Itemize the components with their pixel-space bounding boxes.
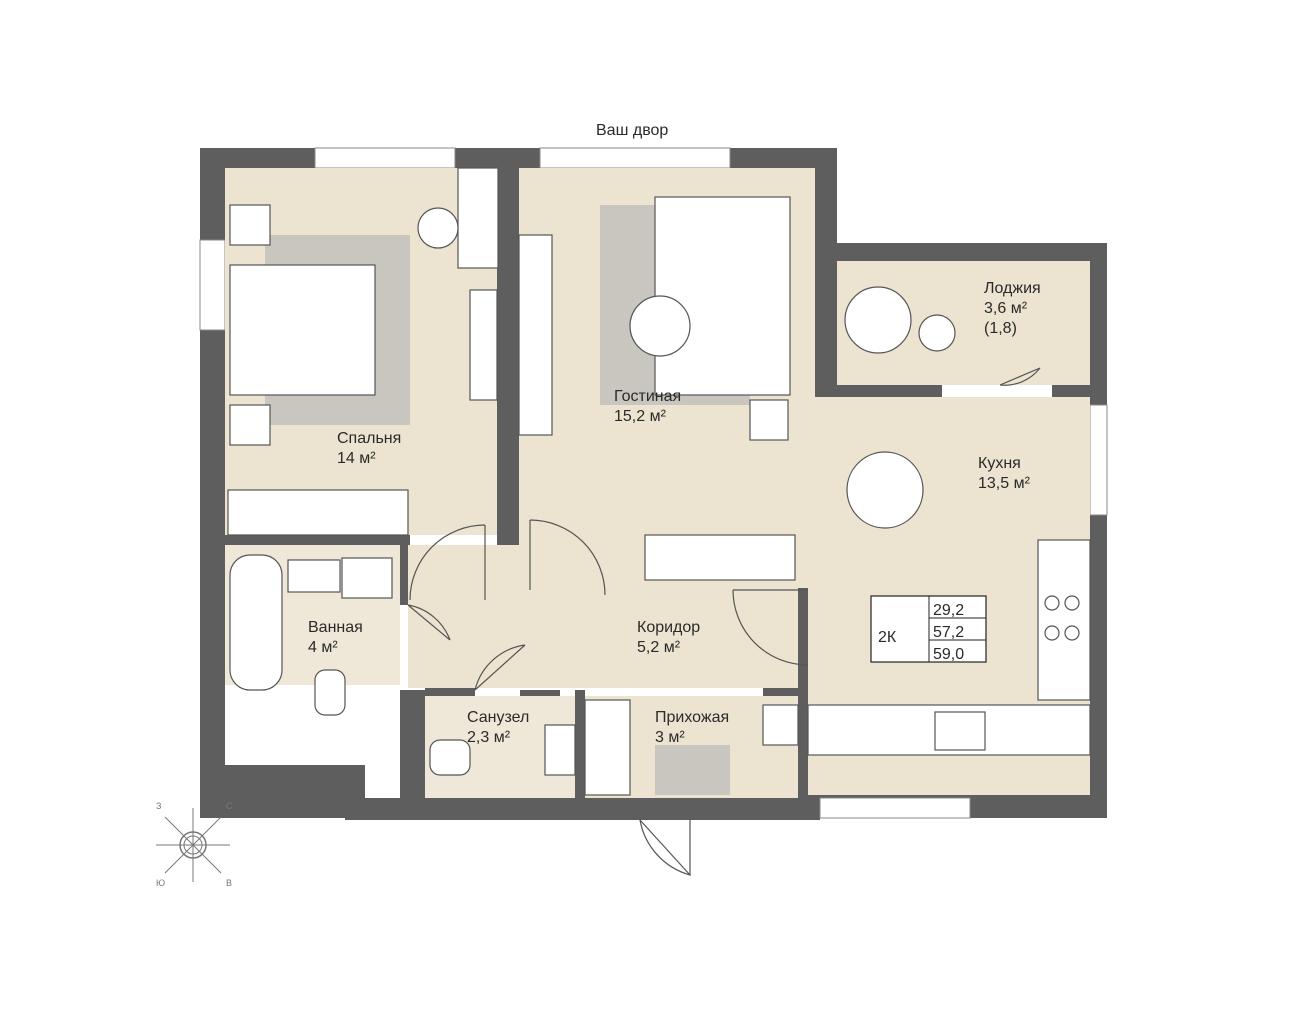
sink	[934, 711, 986, 751]
compass-label: С	[226, 801, 233, 811]
wardrobe	[227, 489, 409, 536]
room-area: 13,5 м²	[978, 475, 1031, 492]
total-area: 57,2	[933, 624, 964, 641]
dining-table	[846, 451, 924, 529]
room-name: Кухня	[978, 455, 1021, 472]
nightstand	[229, 204, 271, 246]
door-wc[interactable]	[474, 644, 526, 691]
apartment-type: 2К	[878, 629, 897, 646]
room-name: Прихожая	[655, 709, 729, 726]
entrance-door[interactable]	[639, 819, 691, 877]
doormat	[655, 745, 730, 795]
washing-machine	[341, 557, 393, 599]
coffee-table	[629, 295, 691, 357]
window	[314, 147, 456, 169]
door-bedroom[interactable]	[409, 524, 486, 601]
bathtub	[229, 554, 283, 691]
side-table	[749, 399, 789, 441]
wardrobe	[644, 534, 796, 581]
cabinet	[762, 704, 799, 746]
yard-label: Ваш двор	[596, 122, 668, 139]
window	[819, 797, 971, 819]
desk	[457, 167, 499, 269]
compass-label: Ю	[156, 878, 165, 888]
shoe-rack	[584, 699, 631, 796]
room-note: (1,8)	[984, 320, 1017, 337]
room-name: Санузел	[467, 709, 529, 726]
room-name: Спальня	[337, 430, 401, 447]
compass-label: В	[226, 878, 232, 888]
total-area-with-loggia: 59,0	[933, 646, 964, 663]
room-area: 15,2 м²	[614, 408, 667, 425]
sofa	[654, 196, 791, 396]
sink	[544, 724, 576, 776]
side-table	[918, 314, 956, 352]
door-living[interactable]	[529, 519, 606, 596]
room-area: 5,2 м²	[637, 639, 681, 656]
room-name: Гостиная	[614, 388, 681, 405]
room-area: 14 м²	[337, 450, 376, 467]
armchair	[844, 286, 912, 354]
wardrobe	[469, 289, 498, 401]
tv-stand	[518, 234, 553, 436]
window	[1089, 404, 1108, 516]
compass-icon: З С Ю В	[156, 801, 233, 888]
room-name: Коридор	[637, 619, 700, 636]
window	[199, 239, 226, 331]
chair	[417, 207, 459, 249]
door-loggia[interactable]	[999, 367, 1041, 386]
room-name: Лоджия	[984, 280, 1041, 297]
window	[539, 147, 731, 169]
room-area: 3 м²	[655, 729, 685, 746]
apartment-summary: 2К 29,2 57,2 59,0	[870, 595, 987, 663]
room-area: 4 м²	[308, 639, 338, 656]
room-area: 2,3 м²	[467, 729, 511, 746]
nightstand	[229, 404, 271, 446]
room-name: Ванная	[308, 619, 363, 636]
door-bathroom[interactable]	[407, 604, 451, 641]
compass-label: З	[156, 801, 161, 811]
toilet	[429, 739, 471, 776]
door-kitchen[interactable]	[732, 589, 809, 666]
bed	[229, 264, 376, 396]
living-area: 29,2	[933, 602, 964, 619]
room-area: 3,6 м²	[984, 300, 1028, 317]
kitchen-counter	[1037, 539, 1091, 701]
sink	[287, 559, 341, 593]
toilet	[314, 669, 346, 716]
